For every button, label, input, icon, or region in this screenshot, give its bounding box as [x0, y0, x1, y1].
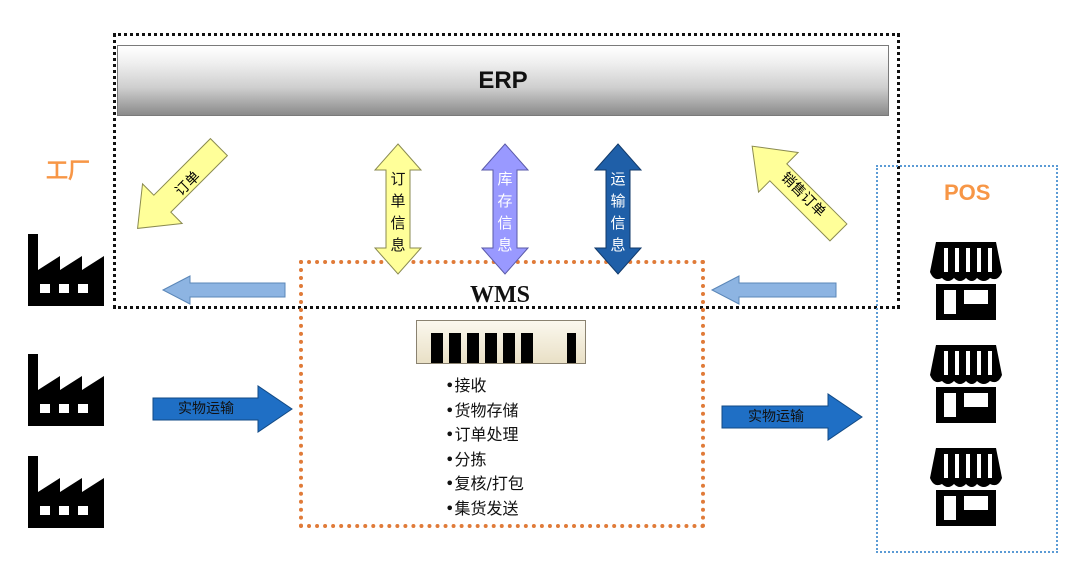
- physical-transport-out-arrow: [721, 393, 863, 441]
- inventory-info-label: 库存信息: [497, 170, 512, 254]
- pos-frame: [876, 165, 1058, 553]
- wms-function-item: •复核/打包: [445, 474, 524, 493]
- vertical-label-text: 库存信息: [497, 170, 512, 254]
- order-info-arrow: [373, 143, 423, 275]
- order-info-label: 订单信息: [390, 170, 405, 254]
- factory-label: 工厂: [46, 158, 91, 183]
- transport-info-label: 运输信息: [610, 170, 625, 254]
- wms-function-item: •集货发送: [445, 498, 519, 518]
- inventory-info-arrow: [480, 143, 530, 275]
- physical-transport-in-label: 实物运输: [178, 401, 234, 417]
- factory-icon: [28, 354, 104, 426]
- erp-frame: [113, 33, 900, 309]
- store-icon: [930, 448, 1002, 526]
- store-icon: [930, 345, 1002, 423]
- pos-to-wms-info-arrow: [710, 275, 837, 305]
- transport-info-arrow: [593, 143, 643, 275]
- factory-icon: [28, 234, 104, 306]
- physical-transport-in-arrow: [152, 385, 293, 433]
- wms-function-item: •分拣: [445, 449, 487, 469]
- wms-function-item: •货物存储: [445, 400, 519, 420]
- sales-order-arrow: [751, 145, 848, 242]
- erp-label: ERP: [478, 66, 528, 94]
- vertical-label-text: 运输信息: [610, 170, 625, 254]
- vertical-label-text: 订单信息: [390, 170, 405, 254]
- order-to-factory-arrow: [137, 137, 229, 229]
- wms-function-item: •订单处理: [445, 425, 519, 444]
- wms-label: WMS: [470, 282, 530, 308]
- erp-bar: ERP: [117, 45, 889, 116]
- wms-to-factory-info-arrow: [161, 275, 286, 305]
- physical-transport-out-label: 实物运输: [748, 409, 804, 425]
- pos-label: POS: [944, 180, 991, 205]
- store-icon: [930, 242, 1002, 320]
- wms-function-item: •接收: [445, 376, 487, 395]
- factory-icon: [28, 456, 104, 528]
- warehouse-rack-icon: [416, 320, 586, 364]
- wms-function-list: •接收 •货物存储 •订单处理 •分拣 •复核/打包 •集货发送: [445, 374, 524, 521]
